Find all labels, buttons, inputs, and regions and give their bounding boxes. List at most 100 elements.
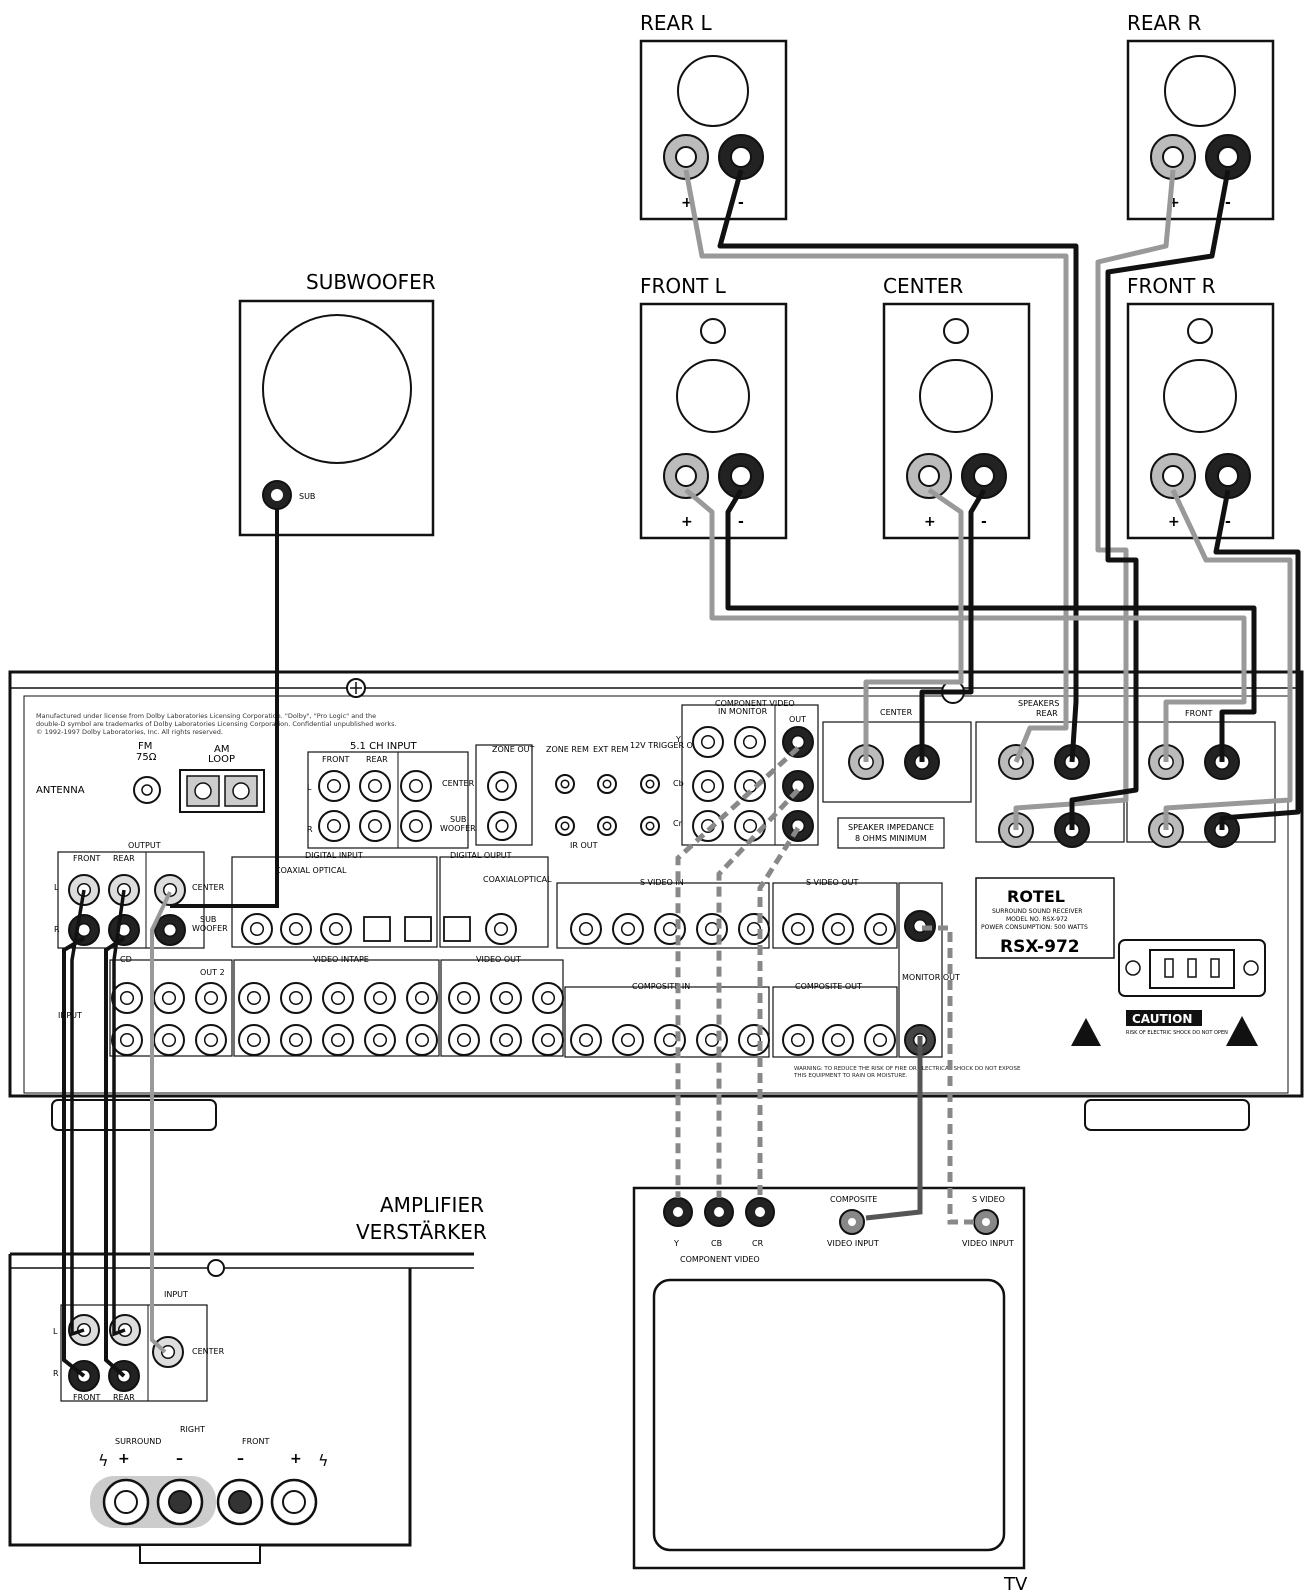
am-loop-terminal-2[interactable] bbox=[224, 775, 258, 807]
composite-out-jack-center bbox=[872, 1032, 888, 1048]
component-out-label: OUT bbox=[789, 715, 806, 724]
ext-rem-label: EXT REM bbox=[593, 745, 628, 754]
speaker-front-l-label: FRONT L bbox=[640, 274, 727, 298]
fm-label: FM bbox=[138, 741, 152, 752]
composite-in-jack-center bbox=[746, 1032, 762, 1048]
speaker-rear-r: REAR R + - bbox=[1126, 11, 1275, 221]
output-front-label: FRONT bbox=[73, 854, 100, 863]
tv-cb-label: CB bbox=[711, 1239, 722, 1248]
av-input-jack-center bbox=[372, 990, 388, 1006]
fm-ohm-label: 75Ω bbox=[136, 752, 157, 763]
subwoofer: SUBWOOFER SUB bbox=[238, 270, 436, 537]
digital-input-label: DIGITAL INPUT bbox=[305, 851, 363, 860]
rotel-logo-text: ROTEL bbox=[1007, 887, 1065, 906]
svideo-in-label: S-VIDEO IN bbox=[640, 878, 684, 887]
trigger-label: 12V TRIGGER OUT bbox=[630, 741, 704, 750]
model-line-2: MODEL NO. RSX-972 bbox=[1006, 916, 1068, 923]
svg-text:+: + bbox=[118, 1451, 130, 1467]
av-input-jack-center bbox=[456, 1032, 472, 1048]
remote-jack-center bbox=[602, 779, 612, 789]
svideo-in-jack-center bbox=[620, 921, 636, 937]
plus-label: + bbox=[1168, 195, 1180, 211]
coaxial-digital-jack-center bbox=[288, 921, 304, 937]
svg-text:–: – bbox=[237, 1451, 244, 1467]
composite-in-jack-center bbox=[578, 1032, 594, 1048]
ch51-front-label: FRONT bbox=[322, 755, 349, 764]
composite-out-label: COMPOSITE OUT bbox=[795, 982, 862, 991]
optical-output[interactable] bbox=[443, 916, 471, 942]
amp-rear-label: REAR bbox=[113, 1393, 135, 1402]
cr-label: Cr bbox=[673, 819, 683, 828]
coaxialoptical-label: COAXIALOPTICAL bbox=[483, 875, 552, 884]
composite-out-jack-center bbox=[830, 1032, 846, 1048]
output-rear-label: REAR bbox=[113, 854, 135, 863]
speaker-front-r: FRONT R + - bbox=[1126, 274, 1275, 540]
remote-jack-center bbox=[560, 779, 570, 789]
ch51-input-jack-center bbox=[408, 818, 424, 834]
av-input-jack-center bbox=[119, 1032, 135, 1048]
receiver: Manufactured under license from Dolby La… bbox=[8, 670, 1304, 1131]
av-input-jack-center bbox=[119, 990, 135, 1006]
amp-center-input-jack-center bbox=[160, 1344, 176, 1360]
tv-screen bbox=[652, 1278, 1006, 1552]
plus-label: + bbox=[1168, 514, 1180, 530]
verstaerker-label: VERSTÄRKER bbox=[356, 1220, 487, 1244]
minus-label: - bbox=[738, 195, 744, 211]
amplifier-label: AMPLIFIER bbox=[380, 1193, 484, 1217]
component-in-jack-center bbox=[700, 734, 716, 750]
output-jack-center bbox=[162, 922, 178, 938]
antenna-label: ANTENNA bbox=[36, 785, 85, 796]
out2-label: OUT 2 bbox=[200, 968, 225, 977]
speaker-rear-r-label: REAR R bbox=[1127, 11, 1201, 35]
svg-text:–: – bbox=[176, 1451, 183, 1467]
speaker-cables bbox=[683, 169, 1301, 830]
ch51-rear-label: REAR bbox=[366, 755, 388, 764]
output-woofer-label: WOOFER bbox=[192, 924, 228, 933]
remote-jack-center bbox=[602, 821, 612, 831]
optical-input-1[interactable] bbox=[363, 916, 391, 942]
component-out-jack-center bbox=[790, 734, 806, 750]
receiver-rca-jacks bbox=[68, 726, 1240, 1392]
ch51-sub-label: SUB bbox=[450, 815, 466, 824]
digital-output-label: DIGITAL OUPUT bbox=[450, 851, 512, 860]
trigger-jack-center bbox=[645, 821, 655, 831]
coaxial-digital-jack-center bbox=[249, 921, 265, 937]
ch51-input-jack-center bbox=[326, 818, 342, 834]
ch51-input-jack-center bbox=[408, 778, 424, 794]
output-sub-label: SUB bbox=[200, 915, 216, 924]
av-input-jack-center bbox=[414, 1032, 430, 1048]
tv-y-label: Y bbox=[673, 1239, 679, 1248]
speaker-rear-l-label: REAR L bbox=[640, 11, 712, 35]
caution-sub-label: RISK OF ELECTRIC SHOCK DO NOT OPEN bbox=[1126, 1030, 1228, 1036]
tv-svideo-input-label: VIDEO INPUT bbox=[962, 1239, 1014, 1248]
tv-component-video-label: COMPONENT VIDEO bbox=[680, 1255, 760, 1264]
lightning-icon: ϟ bbox=[318, 1451, 329, 1470]
optical-input-2[interactable] bbox=[404, 916, 432, 942]
coaxial-digital-jack-center bbox=[493, 921, 509, 937]
speaker-rear-l: REAR L + - bbox=[639, 11, 788, 221]
composite-in-jack-center bbox=[662, 1032, 678, 1048]
av-input-jack-center bbox=[540, 990, 556, 1006]
warning-bolt-icon bbox=[1071, 1018, 1101, 1046]
composite-in-label: COMPOSITE IN bbox=[632, 982, 690, 991]
av-input-jack-center bbox=[498, 990, 514, 1006]
amp-surround-label: SURROUND bbox=[115, 1437, 161, 1446]
subwoofer-label: SUBWOOFER bbox=[306, 270, 436, 294]
video-cables bbox=[675, 746, 974, 1225]
tv-svideo-label: S VIDEO bbox=[972, 1195, 1005, 1204]
av-input-jack-center bbox=[246, 1032, 262, 1048]
svideo-out-jack-center bbox=[872, 921, 888, 937]
plus-label: + bbox=[924, 514, 936, 530]
av-input-jack-center bbox=[246, 990, 262, 1006]
component-video-label: COMPONENT VIDEO bbox=[715, 699, 795, 708]
in-monitor-label: IN MONITOR bbox=[718, 707, 768, 716]
amp-center-label: CENTER bbox=[192, 1347, 225, 1356]
model-line-3: POWER CONSUMPTION: 500 WATTS bbox=[981, 924, 1088, 931]
caution-label: CAUTION bbox=[1132, 1012, 1192, 1026]
ch51-input-jack-center bbox=[367, 778, 383, 794]
av-input-jack-center bbox=[203, 1032, 219, 1048]
av-input-jack-center bbox=[288, 990, 304, 1006]
subwoofer-cable bbox=[170, 508, 279, 908]
minus-label: - bbox=[981, 514, 987, 530]
